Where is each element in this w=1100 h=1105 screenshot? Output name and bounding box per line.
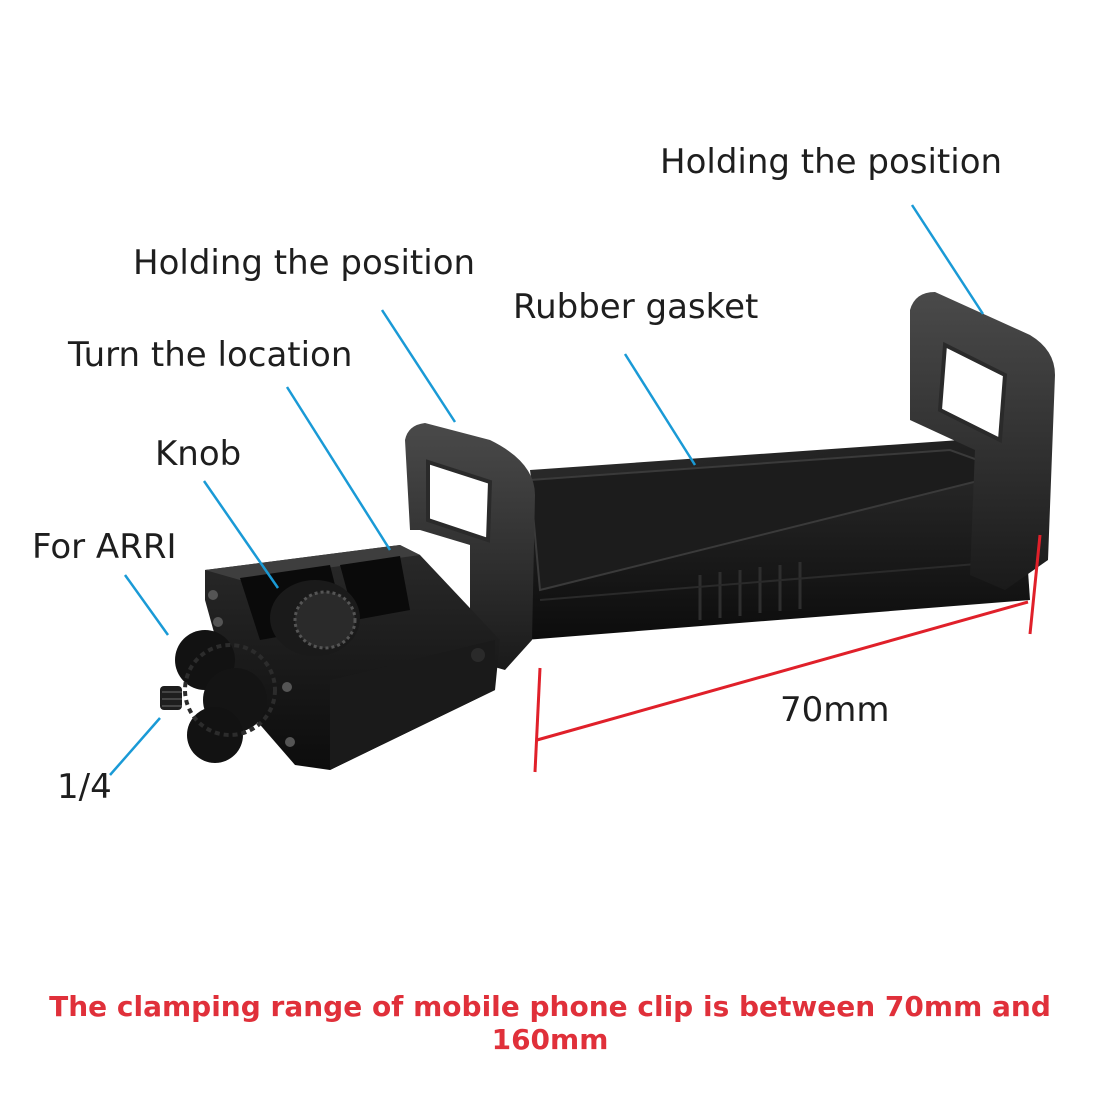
callout-line-for-arri (123, 574, 170, 636)
callout-line-quarter-inch (109, 717, 161, 776)
rubber-gasket-pad (528, 440, 1015, 592)
label-knob: Knob (155, 434, 242, 474)
arri-rosette (175, 630, 277, 763)
knob-housing (205, 545, 500, 770)
label-rubber-gasket: Rubber gasket (513, 287, 759, 327)
dimension-lines (533, 534, 1042, 773)
callout-line-knob (202, 480, 280, 589)
label-turn-location: Turn the location (68, 335, 353, 375)
callout-line-holding-left (380, 309, 457, 423)
label-quarter-inch: 1/4 (57, 767, 112, 807)
callout-line-turn-location (285, 386, 392, 551)
right-holding-bracket (910, 292, 1055, 590)
left-holding-bracket (405, 423, 535, 670)
label-holding-position-left: Holding the position (133, 243, 476, 283)
label-holding-position-right: Holding the position (660, 142, 1003, 182)
quarter-inch-screw (160, 686, 182, 710)
dimension-tick-left (533, 667, 542, 773)
callout-line-holding-right (910, 204, 985, 315)
callout-line-rubber-gasket (623, 353, 697, 466)
knurled-knob (270, 580, 360, 656)
label-for-arri: For ARRI (32, 527, 177, 567)
dimension-tick-right (1028, 534, 1042, 635)
clamping-range-note: The clamping range of mobile phone clip … (49, 990, 1051, 1056)
callout-lines (109, 204, 985, 776)
dimension-arrow-line (536, 600, 1029, 742)
label-dimension-70mm: 70mm (780, 690, 890, 730)
